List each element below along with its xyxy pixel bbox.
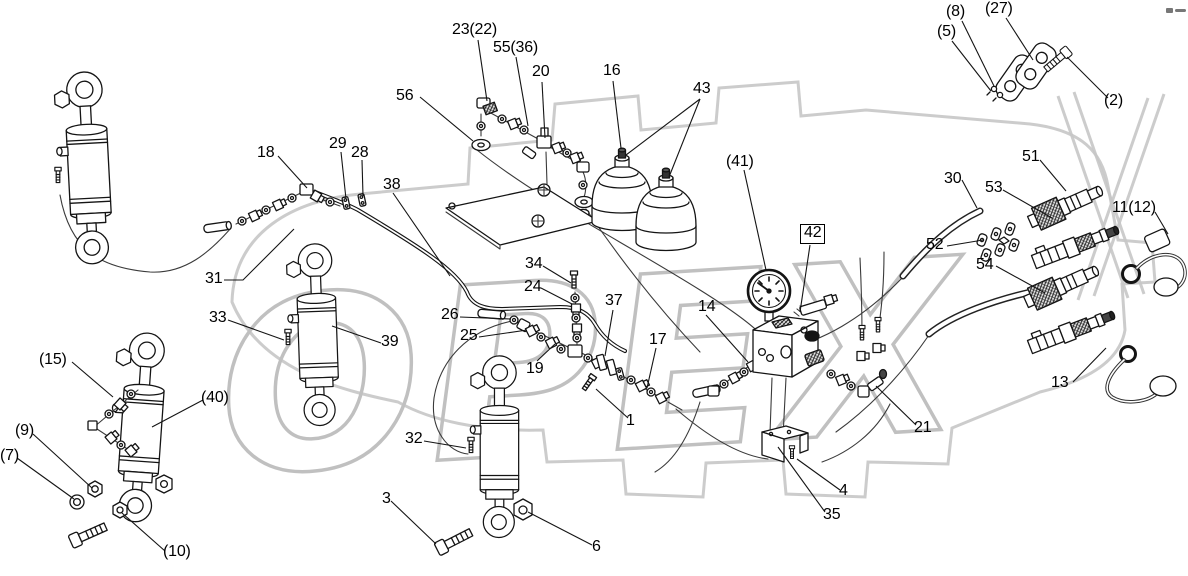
leader-4	[796, 458, 841, 491]
leader-16	[612, 80, 622, 149]
dust-cap-11-12	[1121, 228, 1187, 297]
leader-1112	[1154, 211, 1169, 235]
leader-43	[668, 98, 701, 178]
control-valve-block	[752, 292, 888, 398]
leader-9	[32, 433, 93, 489]
leader-33	[227, 319, 285, 341]
nut-6	[513, 498, 533, 521]
fitting-chain-34-24	[569, 270, 583, 345]
leader-35	[777, 446, 826, 513]
leader-15	[71, 361, 114, 398]
leader-32	[423, 440, 467, 449]
leader-6	[527, 511, 593, 546]
leader-27	[1005, 17, 1034, 61]
screw-5	[992, 91, 1004, 102]
leader-10	[121, 512, 166, 552]
leader-2322	[477, 39, 488, 102]
leader-42	[799, 244, 811, 313]
leader-13	[1072, 347, 1107, 383]
rigid-pipe-38	[313, 190, 627, 353]
fitting-chain-14	[691, 357, 762, 399]
leader-40	[151, 399, 204, 428]
clamp-assembly-27	[986, 38, 1074, 106]
leader-14	[705, 314, 749, 363]
leader-29	[340, 151, 347, 200]
leader-39	[331, 325, 382, 344]
leader-53	[1002, 189, 1053, 219]
hose-30	[899, 207, 984, 280]
hose-54	[925, 286, 1044, 338]
block-right-chain-21	[804, 349, 888, 398]
leader-18	[277, 155, 308, 189]
leader-3	[390, 500, 437, 545]
leader-5	[951, 40, 992, 92]
leader-38	[392, 192, 451, 277]
leader-56	[419, 96, 474, 142]
nut-9	[87, 480, 103, 498]
leader-1	[595, 388, 629, 419]
nut-10	[112, 501, 128, 519]
leader-30	[961, 179, 978, 209]
clip-set-52	[975, 221, 1021, 263]
fitting-chain-18	[202, 183, 367, 234]
leader-34	[542, 265, 572, 284]
watermark-gear-outline	[230, 80, 1157, 499]
dust-plug-13	[1105, 345, 1177, 404]
leader-2	[1066, 56, 1109, 99]
pressure-gauge	[746, 268, 792, 322]
leader-5536	[515, 56, 529, 127]
mounting-bracket-35	[761, 425, 809, 463]
leader-7	[16, 457, 75, 500]
leader-52	[946, 239, 984, 247]
leader-24	[540, 287, 573, 305]
fitting-chain-top	[471, 97, 594, 218]
screw-8	[986, 85, 998, 96]
leader-54	[995, 265, 1046, 294]
leader-20	[541, 81, 546, 139]
leader-8	[961, 20, 995, 87]
leader-51	[1039, 159, 1067, 192]
leader-17	[646, 347, 657, 389]
watermark-x-strokes	[1056, 91, 1166, 301]
leader-43	[625, 98, 701, 156]
leader-21	[875, 385, 917, 426]
leader-28	[361, 159, 364, 197]
hose-curves	[59, 149, 930, 473]
leader-19	[536, 343, 556, 362]
nut-cylinder-40-eye	[155, 474, 173, 494]
leader-37	[604, 309, 614, 357]
site-logo-mark	[1166, 8, 1186, 13]
fitting-chain-center	[477, 308, 683, 411]
leader-26	[459, 316, 512, 320]
leader-25	[478, 329, 528, 338]
leader-31	[224, 228, 295, 281]
fitting-set-15	[87, 389, 141, 458]
leader-41	[743, 169, 767, 271]
